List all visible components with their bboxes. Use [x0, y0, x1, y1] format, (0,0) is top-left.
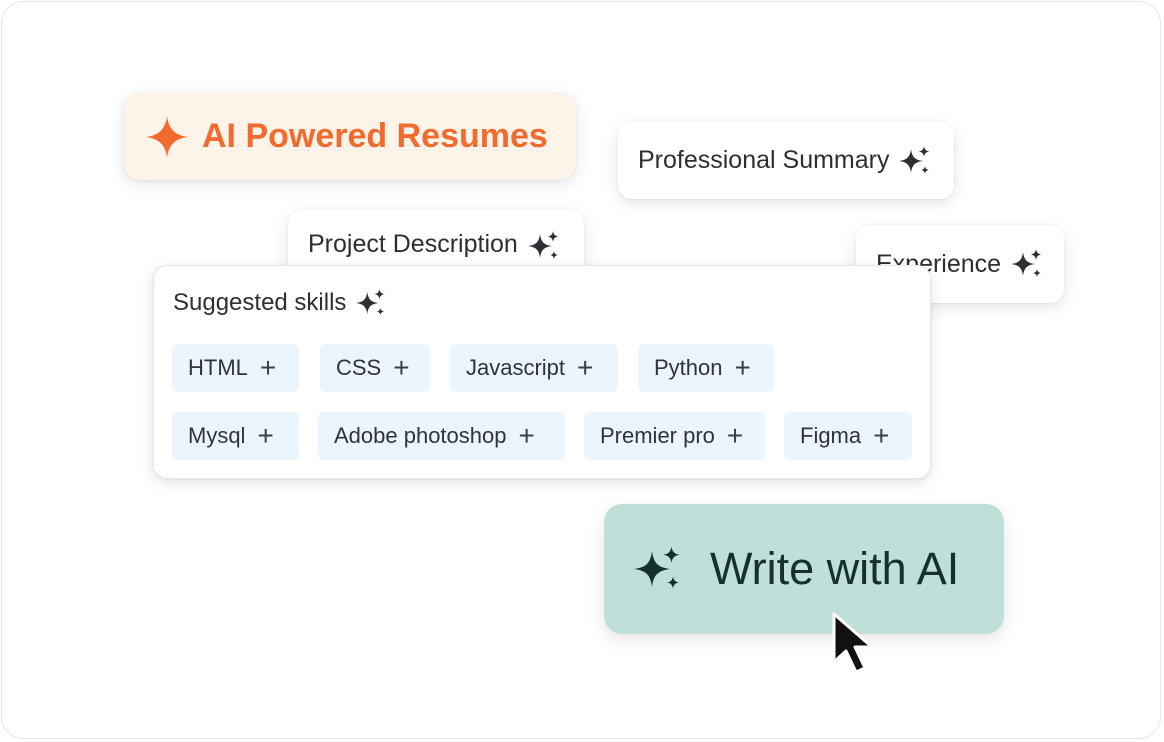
- professional-summary-card[interactable]: Professional Summary: [618, 122, 954, 199]
- skill-chip-label: Premier pro: [600, 423, 715, 448]
- plus-icon: +: [257, 420, 274, 451]
- sparkles-icon: [527, 230, 560, 262]
- write-with-ai-label: Write with AI: [710, 543, 960, 594]
- cursor-arrow-icon: [830, 610, 882, 681]
- card-label: Project Description: [308, 230, 518, 258]
- skill-chip-label: Javascript: [466, 355, 566, 380]
- sparkles-icon: [899, 145, 931, 177]
- plus-icon: +: [393, 352, 410, 383]
- skills-title-label: Suggested skills: [173, 289, 347, 316]
- ai-powered-badge: AI Powered Resumes: [124, 93, 576, 180]
- badge-label: AI Powered Resumes: [202, 117, 548, 155]
- card-label: Professional Summary: [638, 146, 890, 174]
- skill-chip-figma[interactable]: Figma +: [784, 412, 912, 460]
- sparkles-icon: [356, 288, 386, 318]
- sparkles-icon: [1011, 248, 1043, 280]
- skill-chip-label: CSS: [336, 355, 382, 380]
- skill-chip-label: Python: [654, 355, 723, 380]
- skill-chip-html[interactable]: HTML +: [172, 344, 299, 392]
- sparkle-star-icon: [144, 114, 190, 160]
- skill-chip-label: HTML: [188, 355, 248, 380]
- skill-chip-javascript[interactable]: Javascript +: [450, 344, 618, 392]
- sparkles-icon: [634, 545, 682, 593]
- skill-chip-css[interactable]: CSS +: [320, 344, 430, 392]
- skill-chip-label: Mysql: [188, 423, 246, 448]
- skill-chip-mysql[interactable]: Mysql +: [172, 412, 299, 460]
- write-with-ai-button[interactable]: Write with AI: [604, 504, 1004, 634]
- plus-icon: +: [726, 420, 744, 451]
- plus-icon: +: [734, 352, 751, 383]
- plus-icon: +: [259, 352, 277, 383]
- plus-icon: +: [577, 352, 594, 383]
- skill-chip-premier-pro[interactable]: Premier pro +: [584, 412, 765, 460]
- plus-icon: +: [518, 420, 535, 451]
- plus-icon: +: [873, 420, 890, 451]
- skill-chip-adobe-photoshop[interactable]: Adobe photoshop +: [318, 412, 565, 460]
- skills-title: Suggested skills: [173, 288, 386, 318]
- suggested-skills-panel: Suggested skills HTML + CSS + Javascript…: [153, 265, 931, 479]
- skill-chip-label: Figma: [800, 423, 862, 448]
- skill-chip-python[interactable]: Python +: [638, 344, 774, 392]
- skill-chip-label: Adobe photoshop: [334, 423, 507, 448]
